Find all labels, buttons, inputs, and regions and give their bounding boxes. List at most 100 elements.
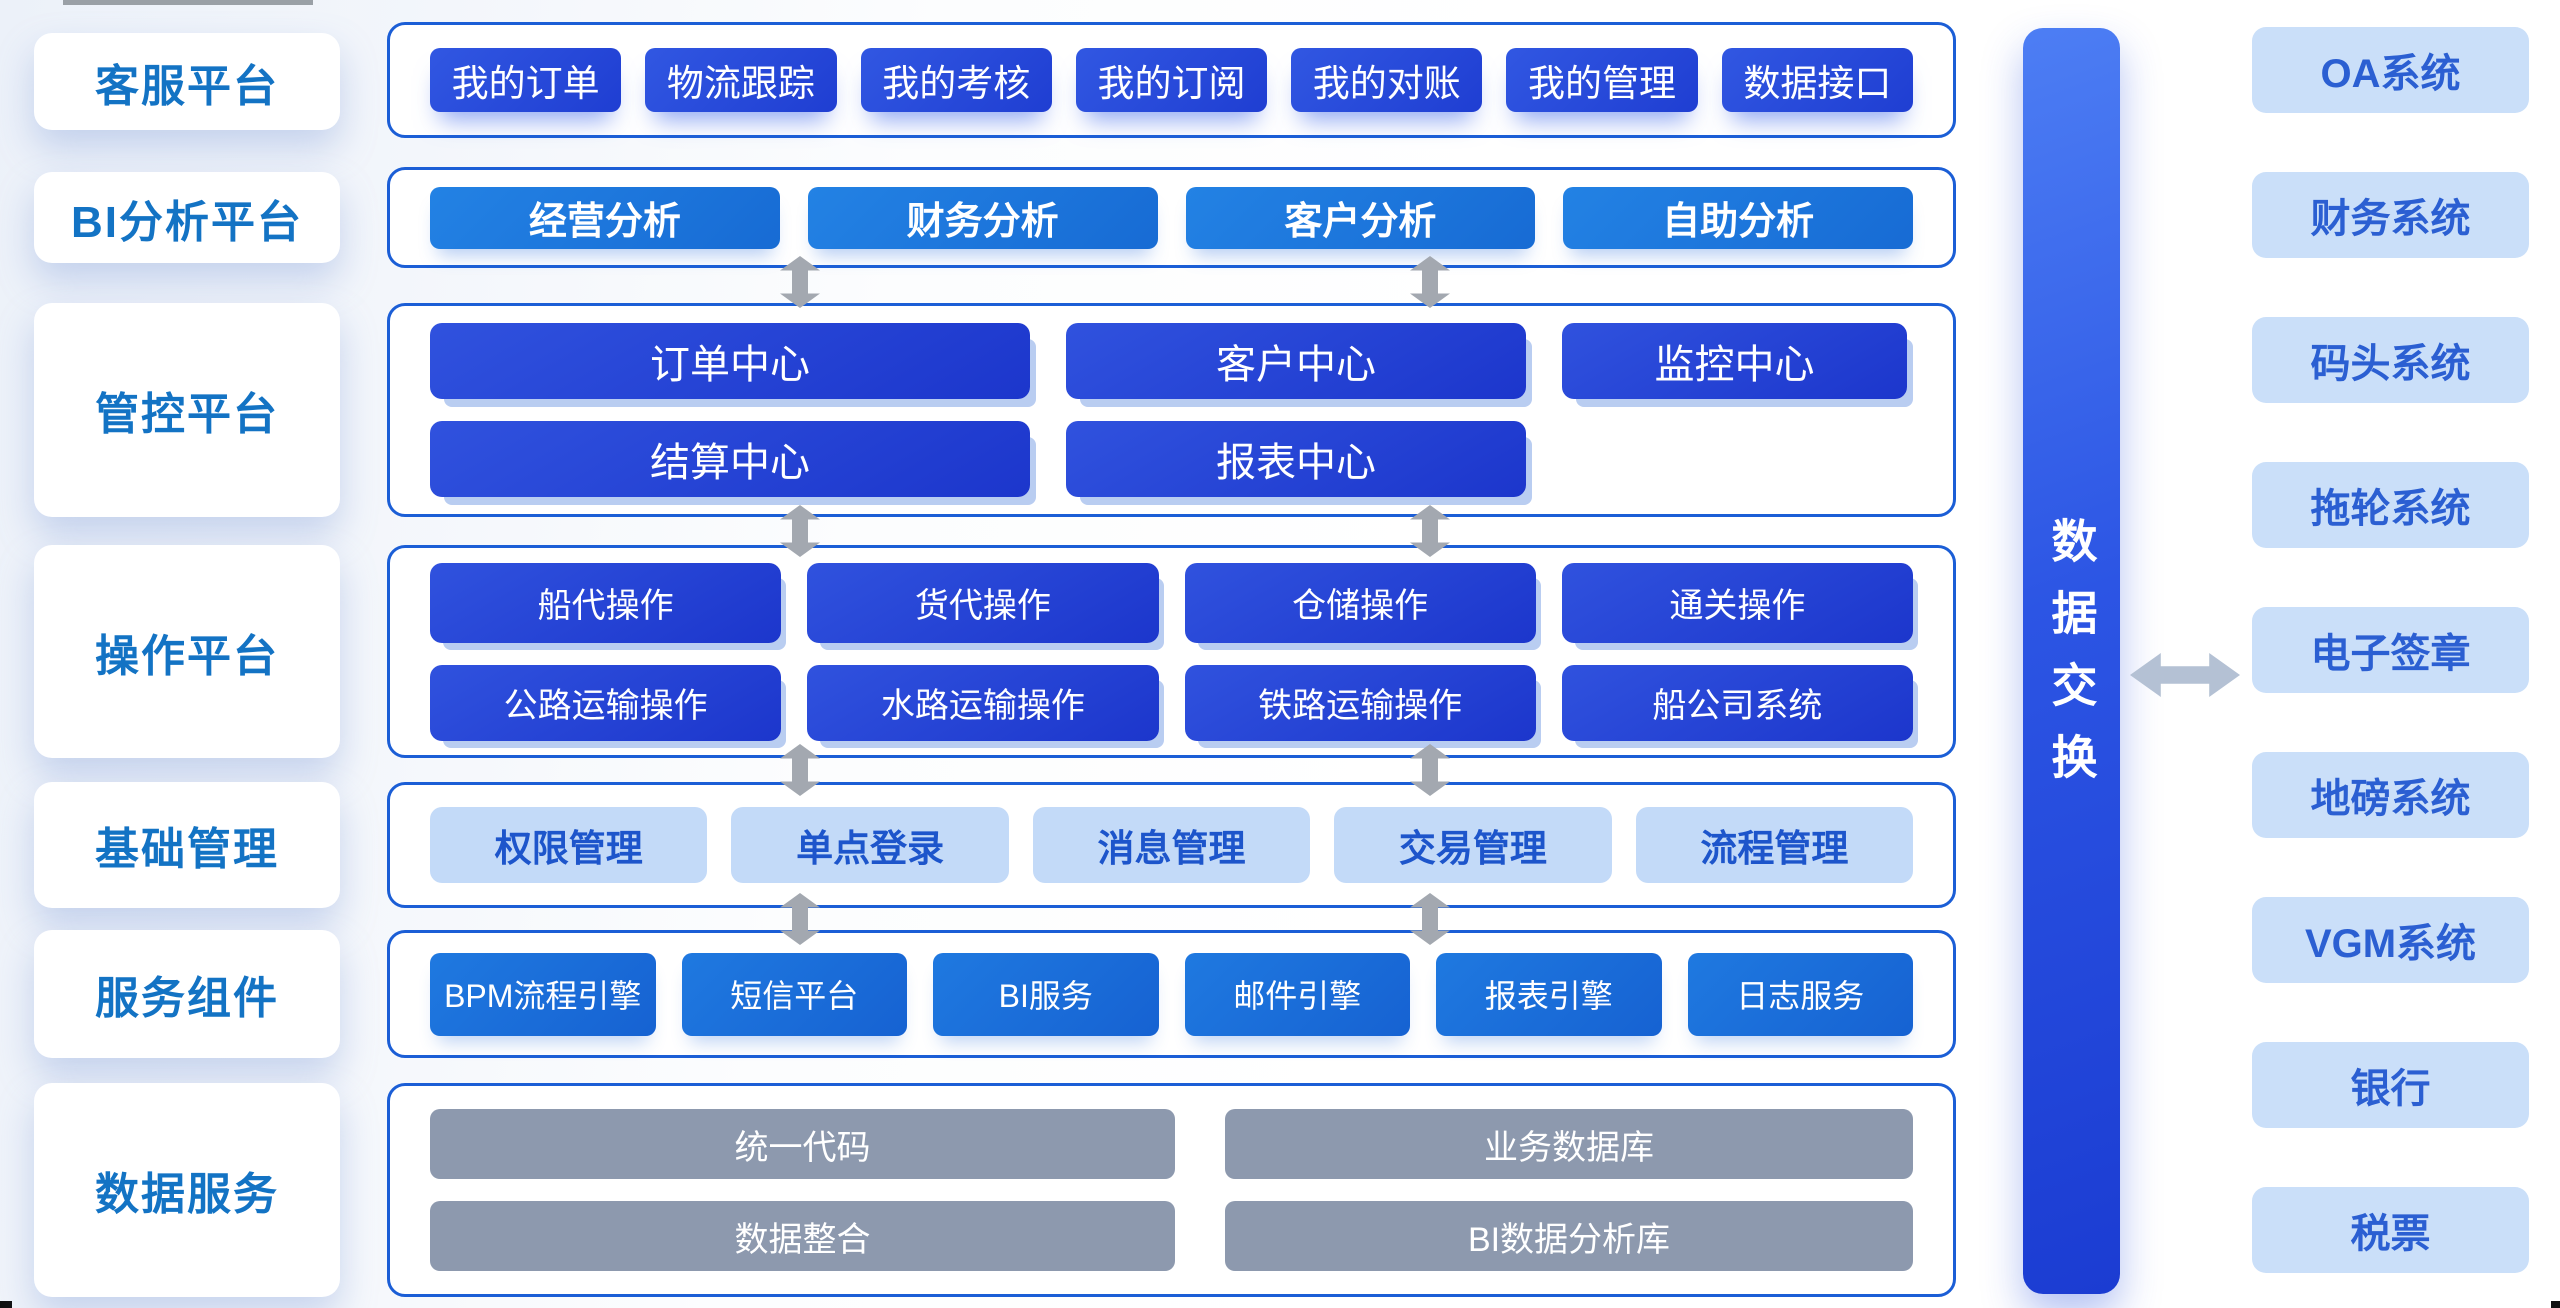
module-label: 水路运输操作: [880, 687, 1085, 725]
module-transaction-management: 交易管理: [1334, 807, 1612, 883]
panel-data-services: 统一代码 业务数据库 数据整合 BI数据分析库: [387, 1083, 1956, 1297]
module-freight-forwarding-ops: 货代操作: [807, 562, 1159, 643]
module-ship-agency-ops: 船代操作: [430, 562, 782, 643]
module-report-center: 报表中心: [1066, 421, 1526, 497]
external-system-tugboat: 拖轮系统: [2252, 462, 2529, 548]
layer-label: 管控平台: [95, 390, 279, 439]
panel-operation: 船代操作 货代操作 仓储操作 通关操作 公路运输操作 水路运输操作 铁路运输操作…: [387, 545, 1956, 758]
module-customs-clearance-ops: 通关操作: [1561, 562, 1913, 643]
module-data-interface: 数据接口: [1721, 48, 1913, 112]
external-system-terminal: 码头系统: [2252, 317, 2529, 403]
module-label: 客户中心: [1216, 343, 1376, 387]
module-label: 通关操作: [1669, 587, 1806, 625]
module-label: 我的管理: [1528, 63, 1677, 104]
layer-card-service-components: 服务组件: [34, 930, 340, 1058]
module-customer-analysis: 客户分析: [1185, 186, 1536, 249]
screen-artifact-bottom-right: [2551, 1301, 2560, 1308]
module-single-sign-on: 单点登录: [731, 807, 1009, 883]
layer-label: BI分析平台: [71, 197, 303, 247]
external-system-label: 税票: [2350, 1212, 2431, 1256]
screen-artifact-top-line: [63, 0, 313, 5]
module-label: 监控中心: [1654, 343, 1815, 387]
module-unified-code: 统一代码: [430, 1109, 1175, 1179]
external-system-label: 财务系统: [2310, 197, 2471, 241]
module-customer-center: 客户中心: [1066, 323, 1526, 399]
module-label: 日志服务: [1736, 978, 1865, 1014]
panel-control: 订单中心 客户中心 监控中心 结算中心 报表中心: [387, 303, 1956, 517]
module-label: 我的考核: [882, 63, 1031, 104]
layer-label: 数据服务: [95, 1170, 279, 1219]
module-message-management: 消息管理: [1032, 807, 1311, 883]
module-label: BI服务: [998, 978, 1093, 1014]
module-label: 船代操作: [537, 587, 674, 625]
panel-customer-service: 我的订单 物流跟踪 我的考核 我的订阅 我的对账 我的管理 数据接口: [387, 22, 1956, 138]
layer-label: 基础管理: [95, 825, 279, 874]
module-label: 物流跟踪: [666, 63, 815, 104]
external-systems-column: OA系统 财务系统 码头系统 拖轮系统 电子签章 地磅系统 VGM系统 银行 税…: [2252, 27, 2529, 1273]
module-bi-service: BI服务: [933, 952, 1159, 1036]
panel-bi-analysis: 经营分析 财务分析 客户分析 自助分析: [387, 167, 1956, 268]
module-label: 自助分析: [1662, 201, 1815, 243]
module-label: 权限管理: [494, 828, 643, 869]
layer-label: 客服平台: [95, 61, 279, 111]
layer-card-bi-analysis: BI分析平台: [34, 172, 340, 263]
external-system-label: OA系统: [2320, 52, 2461, 96]
external-system-bank: 银行: [2252, 1042, 2529, 1128]
module-process-management: 流程管理: [1635, 807, 1914, 883]
module-log-service: 日志服务: [1687, 952, 1913, 1036]
module-label: 邮件引擎: [1233, 978, 1362, 1014]
module-my-assessment: 我的考核: [860, 48, 1052, 112]
external-system-label: 银行: [2350, 1067, 2431, 1111]
module-label: 数据整合: [734, 1220, 871, 1259]
module-label: 报表引擎: [1484, 978, 1613, 1014]
panel-service-components: BPM流程引擎 短信平台 BI服务 邮件引擎 报表引擎 日志服务: [387, 930, 1956, 1058]
external-system-label: 地磅系统: [2310, 777, 2471, 821]
module-bpm-engine: BPM流程引擎: [430, 952, 656, 1036]
module-rail-transport-ops: 铁路运输操作: [1184, 664, 1536, 741]
panel-basic-management: 权限管理 单点登录 消息管理 交易管理 流程管理: [387, 782, 1956, 908]
external-system-e-signature: 电子签章: [2252, 607, 2529, 693]
module-label: 流程管理: [1700, 828, 1849, 869]
module-sms-platform: 短信平台: [681, 952, 907, 1036]
module-settlement-center: 结算中心: [430, 421, 1030, 497]
module-label: 我的订阅: [1097, 63, 1246, 104]
screen-artifact-bottom-left: [0, 1301, 12, 1308]
data-exchange-bar: 数据交换: [2023, 28, 2120, 1294]
module-monitor-center: 监控中心: [1562, 323, 1907, 399]
double-arrow-horizontal-icon: [2130, 653, 2240, 697]
external-system-weighbridge: 地磅系统: [2252, 752, 2529, 838]
module-label: BI数据分析库: [1467, 1220, 1671, 1259]
module-label: 订单中心: [650, 343, 810, 387]
module-label: 业务数据库: [1484, 1128, 1654, 1167]
module-mail-engine: 邮件引擎: [1184, 952, 1410, 1036]
module-data-integration: 数据整合: [430, 1201, 1175, 1271]
external-system-vgm: VGM系统: [2252, 897, 2529, 983]
module-my-subscription: 我的订阅: [1075, 48, 1268, 112]
module-label: 经营分析: [528, 201, 681, 243]
module-warehouse-ops: 仓储操作: [1184, 562, 1536, 643]
external-system-label: 电子签章: [2310, 632, 2471, 676]
module-label: 仓储操作: [1292, 587, 1429, 625]
external-system-oa: OA系统: [2252, 27, 2529, 113]
module-label: 统一代码: [734, 1128, 871, 1167]
module-label: 客户分析: [1284, 201, 1437, 243]
module-label: 公路运输操作: [503, 687, 708, 725]
module-bi-analysis-database: BI数据分析库: [1225, 1201, 1913, 1271]
module-label: 货代操作: [914, 587, 1051, 625]
module-self-service-analysis: 自助分析: [1563, 186, 1913, 249]
module-business-database: 业务数据库: [1225, 1109, 1913, 1179]
layer-card-basic-management: 基础管理: [34, 782, 340, 908]
layer-label: 服务组件: [95, 974, 279, 1023]
data-exchange-label: 数据交换: [2045, 517, 2098, 805]
module-label: 单点登录: [796, 828, 945, 869]
module-report-engine: 报表引擎: [1436, 952, 1662, 1036]
module-label: 我的对账: [1312, 63, 1461, 104]
module-label: 我的订单: [451, 63, 600, 104]
external-system-finance: 财务系统: [2252, 172, 2529, 258]
module-my-orders: 我的订单: [430, 48, 622, 112]
external-system-label: 码头系统: [2310, 342, 2471, 386]
module-business-analysis: 经营分析: [430, 186, 780, 249]
external-system-tax-invoice: 税票: [2252, 1187, 2529, 1273]
module-label: 船公司系统: [1652, 687, 1823, 725]
